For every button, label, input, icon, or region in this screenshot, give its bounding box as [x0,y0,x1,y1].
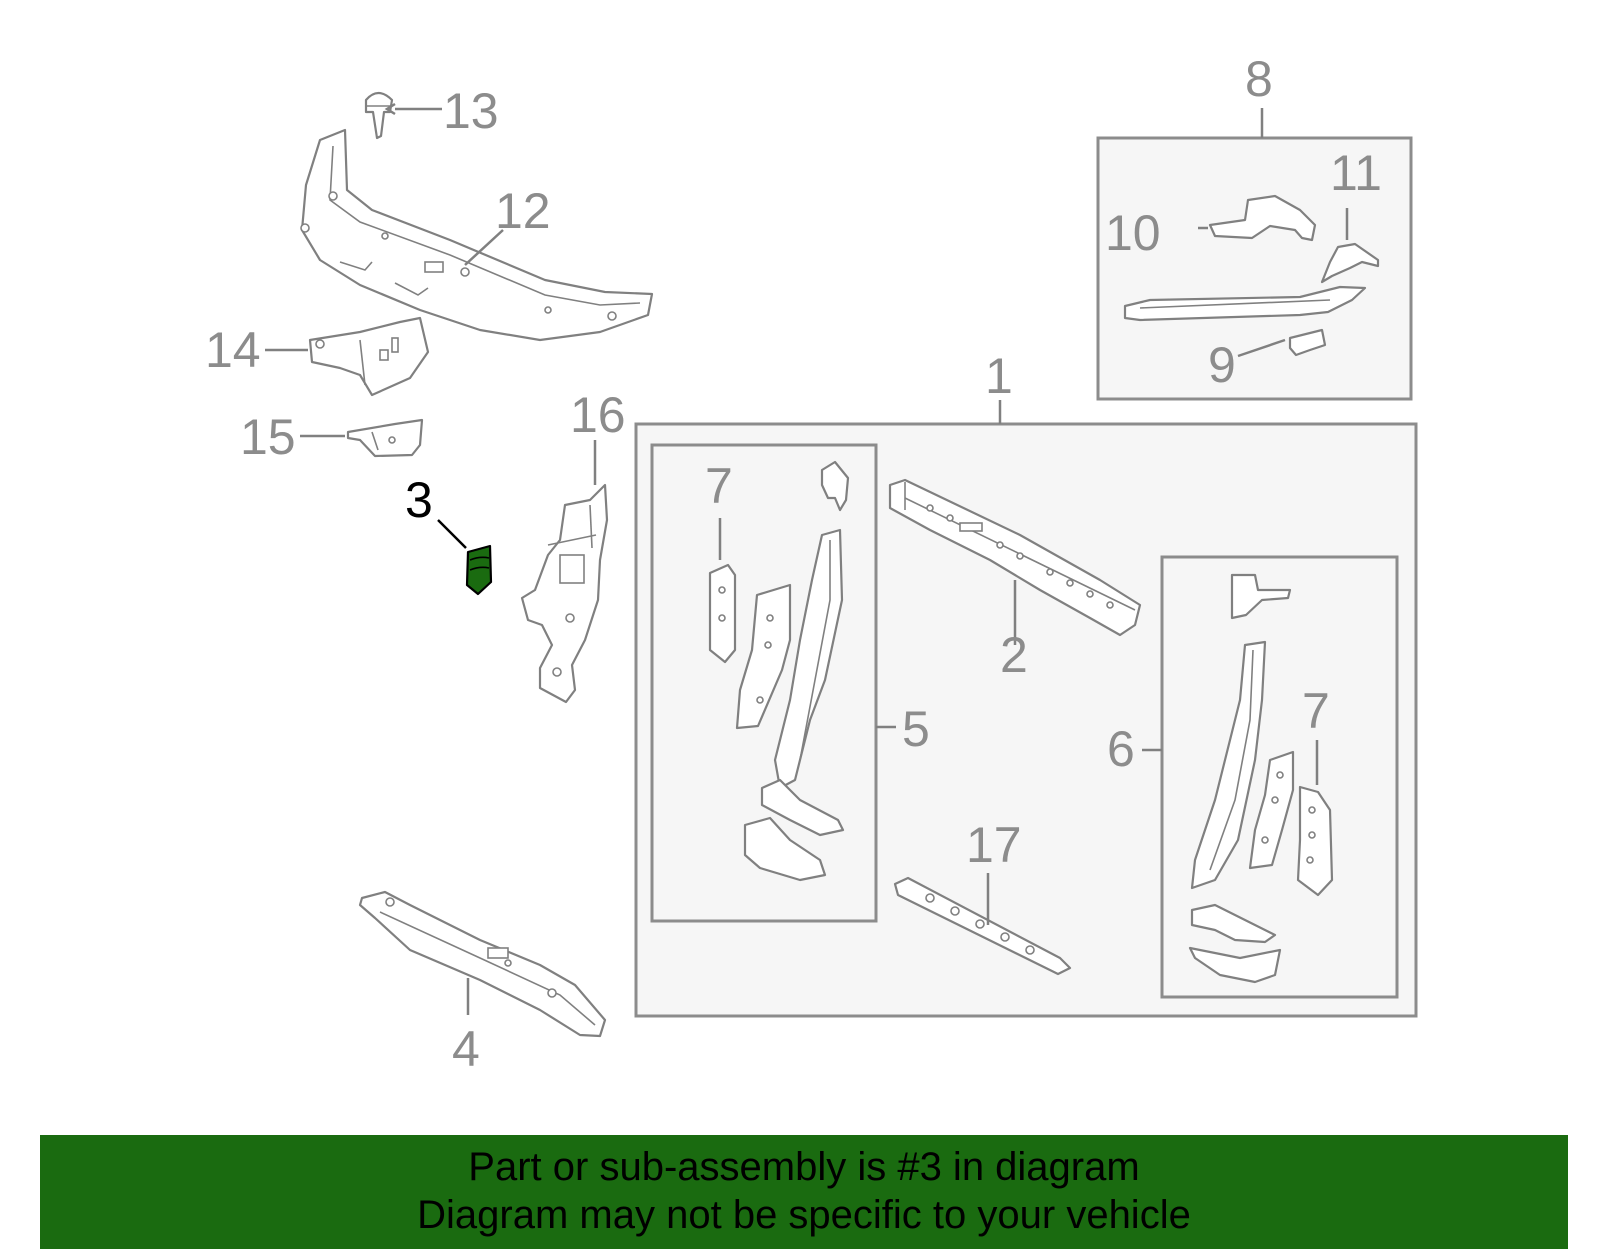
part-4-lower-support [358,890,607,1038]
part-17-bar [893,876,1072,976]
label-3: 3 [405,472,433,528]
leader-lines [265,102,1349,1015]
label-6: 6 [1107,721,1135,777]
label-10: 10 [1105,205,1161,261]
part-14-bracket [308,316,430,397]
callout-labels: 13 12 14 15 3 16 4 1 2 17 7 7 5 6 8 10 1… [205,51,1382,1077]
assembly-5-parts [708,460,850,882]
assembly-8-parts [1123,194,1380,357]
label-7-left: 7 [705,458,733,514]
info-banner: Part or sub-assembly is #3 in diagram Di… [40,1135,1568,1249]
label-5: 5 [902,701,930,757]
label-1: 1 [985,348,1013,404]
part-3-highlighted [465,544,493,596]
assembly-6-parts [1188,573,1334,984]
label-9: 9 [1208,337,1236,393]
leader-3 [437,519,467,549]
label-15: 15 [240,409,296,465]
label-13: 13 [443,83,499,139]
assembly-box-8 [1096,136,1413,401]
label-12: 12 [495,183,551,239]
label-4: 4 [452,1021,480,1077]
label-16: 16 [570,387,626,443]
label-11: 11 [1330,145,1382,201]
banner-line-1: Part or sub-assembly is #3 in diagram [468,1145,1140,1189]
label-8: 8 [1245,51,1273,107]
part-16-side-support [520,483,609,704]
label-7-right: 7 [1302,683,1330,739]
label-14: 14 [205,322,261,378]
leader-9 [1237,338,1286,358]
part-13-clip [364,91,394,140]
part-2-cross-member [888,478,1142,637]
banner-line-2: Diagram may not be specific to your vehi… [417,1193,1191,1237]
part-15-bracket [346,418,424,458]
part-12-upper-support [300,128,654,342]
label-17: 17 [966,817,1022,873]
label-2: 2 [1000,627,1028,683]
arrowhead-13 [384,102,396,116]
leader-12 [464,229,504,266]
